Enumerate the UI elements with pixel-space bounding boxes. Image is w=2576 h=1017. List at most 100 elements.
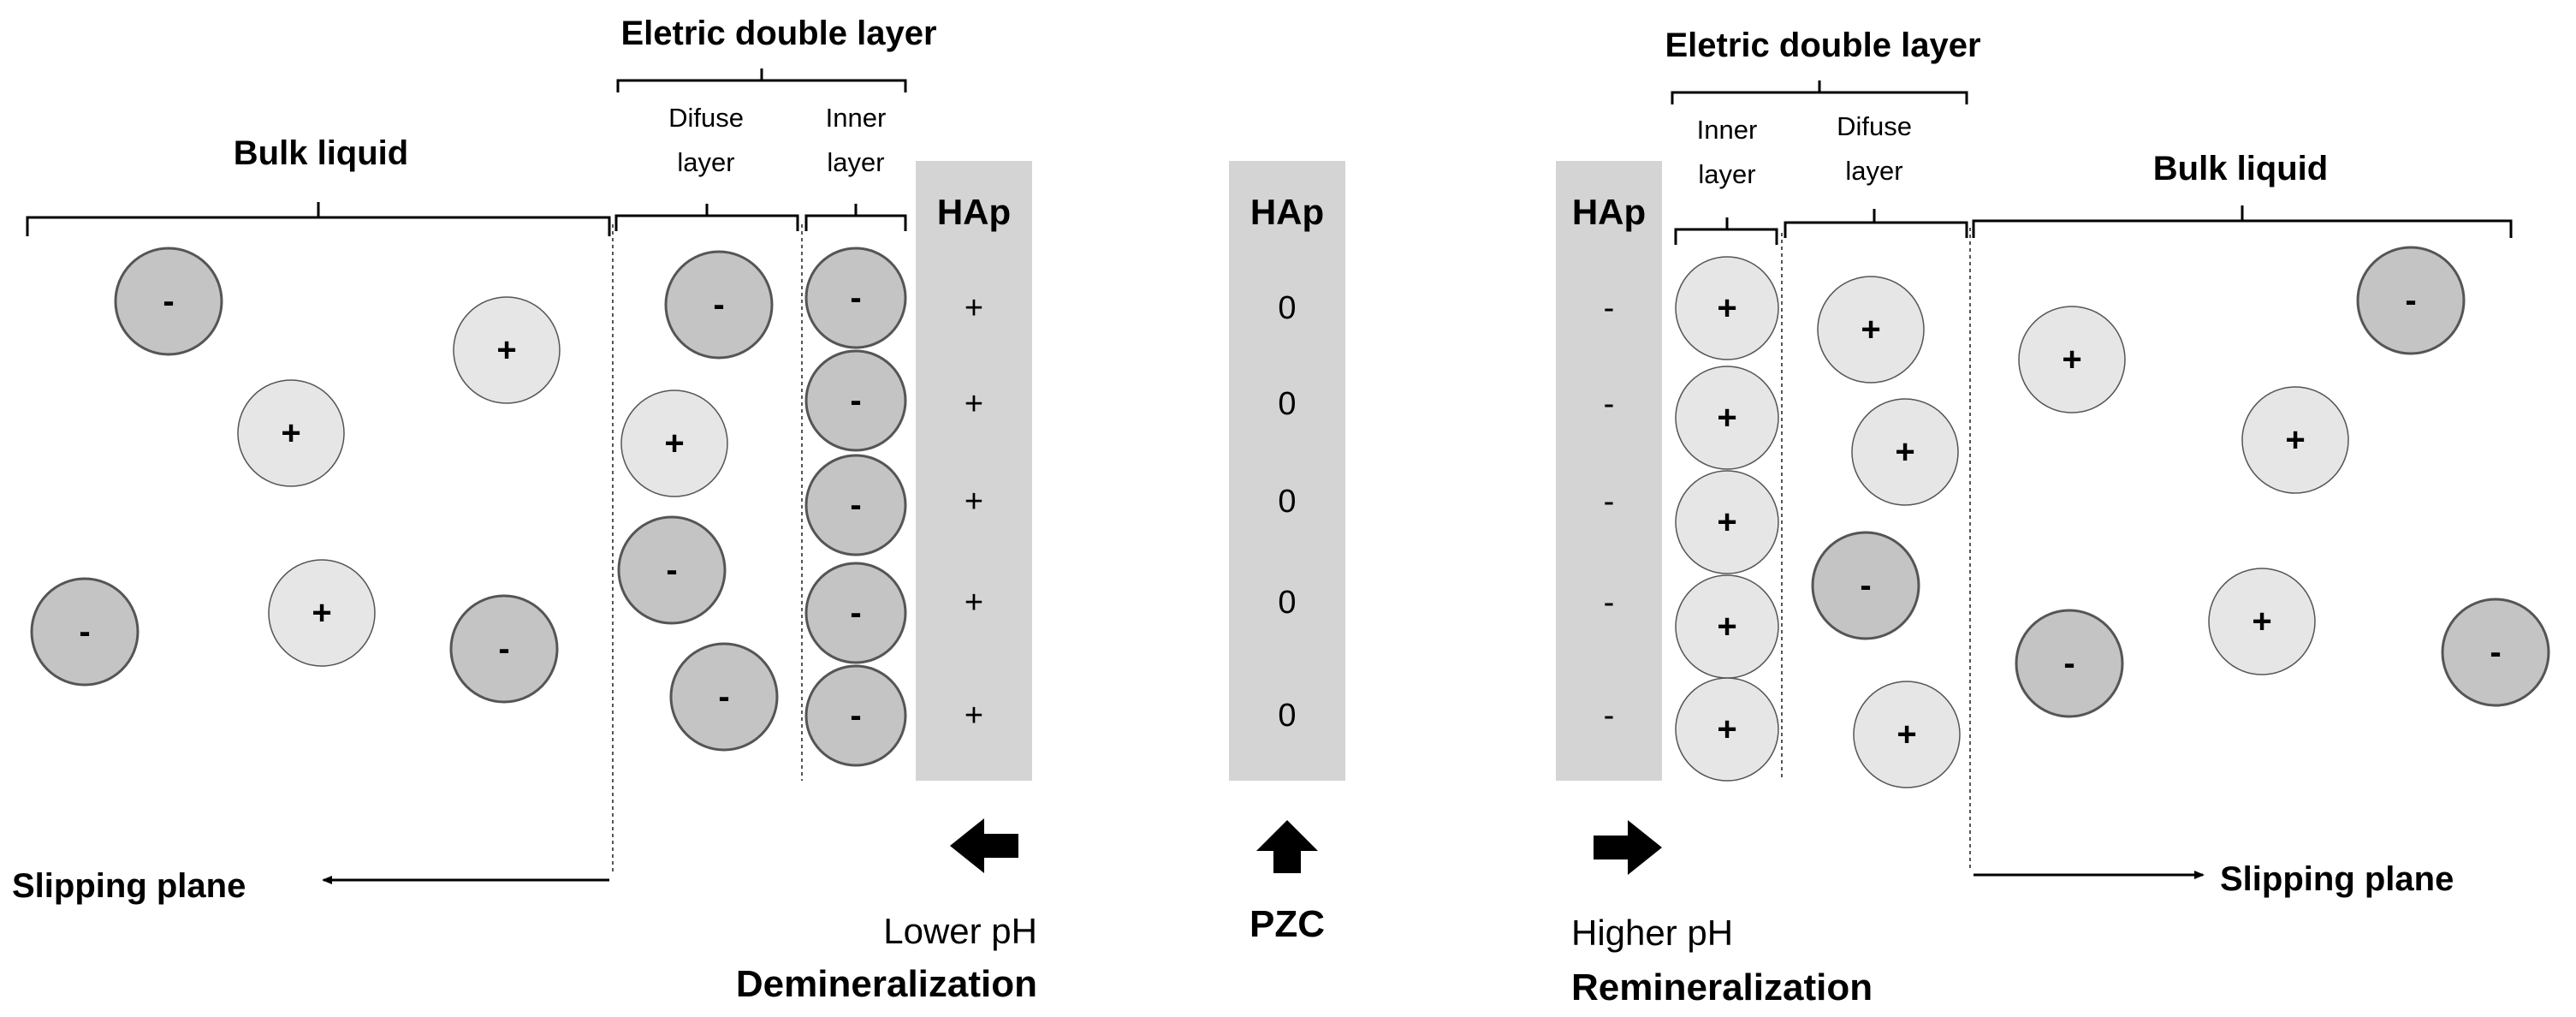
negative-ion-circle bbox=[804, 247, 907, 349]
positive-sign: + bbox=[496, 331, 516, 369]
left-bulk-label: Bulk liquid bbox=[234, 134, 408, 172]
negative-ion-circle bbox=[2356, 246, 2466, 355]
positive-sign: + bbox=[1717, 711, 1736, 748]
negative-ion: - bbox=[30, 577, 139, 687]
positive-sign: + bbox=[2252, 603, 2271, 640]
positive-sign: + bbox=[664, 425, 684, 462]
hap-charge-value: 0 bbox=[1278, 585, 1296, 621]
right-bulk-ions: +-++-- bbox=[2015, 246, 2550, 718]
negative-ion-circle bbox=[804, 349, 907, 452]
right-diffuse-bracket bbox=[1784, 209, 1968, 238]
positive-ion-circle bbox=[2241, 386, 2349, 494]
hap-charge-value: - bbox=[1604, 290, 1615, 326]
negative-sign: - bbox=[2405, 282, 2416, 319]
positive-sign: + bbox=[1717, 608, 1736, 645]
positive-sign: + bbox=[1896, 716, 1916, 753]
left-bulk-bracket bbox=[26, 202, 611, 236]
center-hap-bar bbox=[1229, 161, 1345, 781]
negative-ion: - bbox=[2441, 598, 2550, 707]
right-panel: HAp ----- Eletric double layer Inner lay… bbox=[1556, 27, 2550, 1008]
negative-sign: - bbox=[666, 551, 677, 589]
negative-ion: - bbox=[449, 594, 559, 704]
positive-ion-circle bbox=[2208, 568, 2316, 675]
positive-ion: + bbox=[268, 559, 376, 667]
negative-sign: - bbox=[850, 697, 861, 734]
positive-ion-circle bbox=[1675, 470, 1779, 574]
negative-sign: - bbox=[850, 486, 861, 524]
negative-ion-circle bbox=[114, 247, 223, 356]
left-hap-values: +++++ bbox=[965, 290, 983, 734]
hap-charge-value: + bbox=[965, 290, 983, 326]
positive-ion: + bbox=[1675, 677, 1779, 782]
left-slipping-plane-label: Slipping plane bbox=[12, 867, 246, 905]
negative-sign: - bbox=[713, 286, 724, 324]
positive-ion: + bbox=[2208, 568, 2316, 675]
negative-ion: - bbox=[2015, 609, 2124, 718]
positive-ion-circle bbox=[453, 296, 561, 404]
negative-ion: - bbox=[114, 247, 223, 356]
positive-sign: + bbox=[1717, 503, 1736, 541]
positive-sign: + bbox=[1717, 399, 1736, 437]
positive-ion-circle bbox=[1675, 677, 1779, 782]
positive-sign: + bbox=[1717, 289, 1736, 327]
right-inner-label-line1: Inner bbox=[1697, 115, 1758, 145]
negative-sign: - bbox=[163, 282, 174, 320]
right-bulk-bracket bbox=[1972, 205, 2513, 238]
negative-sign: - bbox=[79, 613, 90, 651]
negative-sign: - bbox=[850, 382, 861, 419]
negative-ion-circle bbox=[804, 664, 907, 767]
left-edl-bracket bbox=[616, 68, 907, 92]
positive-ion-circle bbox=[1675, 256, 1779, 360]
negative-ion: - bbox=[664, 250, 774, 360]
hap-charge-value: + bbox=[965, 585, 983, 621]
hap-charge-value: + bbox=[965, 698, 983, 734]
left-process-label: Demineralization bbox=[736, 963, 1037, 1005]
hap-charge-value: 0 bbox=[1278, 290, 1296, 326]
right-diffuse-ions: + + - + bbox=[1811, 276, 1961, 788]
negative-ion-circle bbox=[2015, 609, 2124, 718]
positive-sign: + bbox=[312, 594, 331, 632]
negative-ion: - bbox=[804, 349, 907, 452]
left-diffuse-ions: -+-- bbox=[617, 250, 779, 752]
positive-ion-circle bbox=[1851, 398, 1959, 506]
right-edl-bracket bbox=[1671, 80, 1968, 104]
left-inner-ions: - - - - - bbox=[804, 247, 907, 767]
negative-ion: - bbox=[804, 562, 907, 664]
positive-ion-circle bbox=[2018, 306, 2126, 413]
left-diffuse-label-line2: layer bbox=[677, 147, 734, 177]
up-arrow-icon bbox=[1256, 820, 1318, 873]
positive-ion-circle bbox=[1853, 681, 1961, 788]
positive-ion: + bbox=[1675, 366, 1779, 470]
hap-charge-value: - bbox=[1604, 484, 1615, 520]
left-diffuse-bracket bbox=[614, 204, 799, 231]
left-hap-label: HAp bbox=[937, 192, 1011, 232]
right-bulk-label: Bulk liquid bbox=[2153, 150, 2328, 187]
left-bulk-ions: -++-+- bbox=[30, 247, 561, 704]
right-process-label: Remineralization bbox=[1571, 966, 1873, 1008]
positive-ion-circle bbox=[1817, 276, 1925, 384]
right-slipping-plane-label: Slipping plane bbox=[2220, 860, 2454, 898]
negative-ion-circle bbox=[669, 642, 779, 752]
positive-ion: + bbox=[1675, 470, 1779, 574]
positive-sign: + bbox=[1895, 433, 1914, 471]
right-edl-label: Eletric double layer bbox=[1665, 27, 1980, 64]
positive-ion: + bbox=[1853, 681, 1961, 788]
positive-ion: + bbox=[1817, 276, 1925, 384]
negative-ion-circle bbox=[30, 577, 139, 687]
positive-ion: + bbox=[1851, 398, 1959, 506]
left-diffuse-label-line1: Difuse bbox=[668, 103, 744, 133]
positive-ion: + bbox=[453, 296, 561, 404]
right-diffuse-label-line2: layer bbox=[1845, 156, 1902, 186]
negative-sign: - bbox=[1860, 567, 1871, 604]
negative-sign: - bbox=[2063, 645, 2074, 682]
hap-charge-value: 0 bbox=[1278, 484, 1296, 520]
negative-sign: - bbox=[850, 279, 861, 317]
negative-ion-circle bbox=[2441, 598, 2550, 707]
left-edl-label: Eletric double layer bbox=[620, 15, 936, 52]
negative-ion: - bbox=[1811, 531, 1920, 640]
negative-ion: - bbox=[2356, 246, 2466, 355]
negative-ion-circle bbox=[804, 454, 907, 556]
positive-ion: + bbox=[2241, 386, 2349, 494]
positive-sign: + bbox=[2062, 341, 2081, 378]
